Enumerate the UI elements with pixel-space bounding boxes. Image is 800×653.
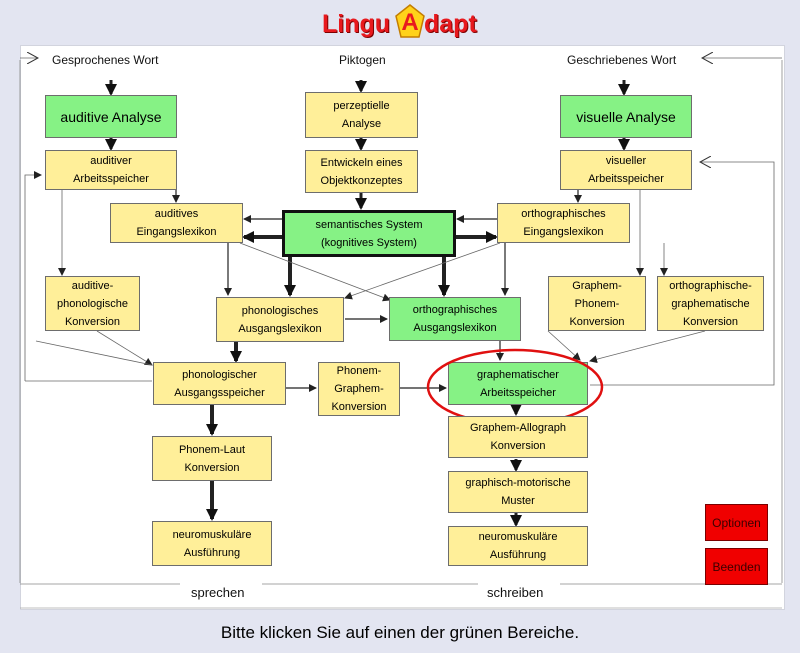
logo-text-right: dapt	[424, 10, 477, 38]
node-auditives-eingangslexikon: auditives Eingangslexikon	[110, 203, 243, 243]
node-neuromuskulaere-schreiben: neuromuskuläre Ausführung	[448, 526, 588, 566]
header-written-word: Geschriebenes Wort	[567, 53, 677, 67]
node-orthographisches-eingangslexikon: orthographisches Eingangslexikon	[497, 203, 630, 243]
node-auditive-analyse[interactable]: auditive Analyse	[45, 95, 177, 138]
node-graphem-phonem-konversion: Graphem- Phonem- Konversion	[548, 276, 646, 331]
node-visuelle-analyse[interactable]: visuelle Analyse	[560, 95, 692, 138]
node-visueller-arbeitsspeicher: visueller Arbeitsspeicher	[560, 150, 692, 190]
node-graphem-allograph-konversion: Graphem-Allograph Konversion	[448, 416, 588, 458]
node-graphematischer-arbeitsspeicher[interactable]: graphematischer Arbeitsspeicher	[448, 362, 588, 405]
node-neuromuskulaere-sprechen: neuromuskuläre Ausführung	[152, 521, 272, 566]
node-orthographisch-graphematische-konversion: orthographische- graphematische Konversi…	[657, 276, 764, 331]
node-phonem-laut-konversion: Phonem-Laut Konversion	[152, 436, 272, 481]
header-piktogen: Piktogen	[339, 53, 386, 67]
instruction-text: Bitte klicken Sie auf einen der grünen B…	[220, 623, 580, 642]
logo-emblem-icon: A	[395, 4, 425, 38]
node-orthographisches-ausgangslexikon[interactable]: orthographisches Ausgangslexikon	[389, 297, 521, 341]
options-button[interactable]: Optionen	[705, 504, 768, 541]
node-phonologisches-ausgangslexikon: phonologisches Ausgangslexikon	[216, 297, 344, 342]
node-auditive-phonologische-konversion: auditive- phonologische Konversion	[45, 276, 140, 331]
app-logo: Lingu A dapt	[0, 4, 800, 42]
node-objektkonzepte: Entwickeln eines Objektkonzeptes	[305, 150, 418, 193]
node-graphisch-motorische-muster: graphisch-motorische Muster	[448, 471, 588, 513]
label-schreiben: schreiben	[487, 585, 544, 600]
logo-emblem-letter: A	[401, 9, 419, 36]
node-perzeptielle-analyse: perzeptielle Analyse	[305, 92, 418, 138]
node-semantisches-system[interactable]: semantisches System (kognitives System)	[282, 210, 456, 257]
node-phonologischer-ausgangsspeicher: phonologischer Ausgangsspeicher	[153, 362, 286, 405]
quit-button[interactable]: Beenden	[705, 548, 768, 585]
header-spoken-word: Gesprochenes Wort	[52, 53, 159, 67]
label-sprechen: sprechen	[191, 585, 245, 600]
node-phonem-graphem-konversion: Phonem- Graphem- Konversion	[318, 362, 400, 416]
node-auditiver-arbeitsspeicher: auditiver Arbeitsspeicher	[45, 150, 177, 190]
logo-text-left: Lingu	[322, 10, 391, 38]
